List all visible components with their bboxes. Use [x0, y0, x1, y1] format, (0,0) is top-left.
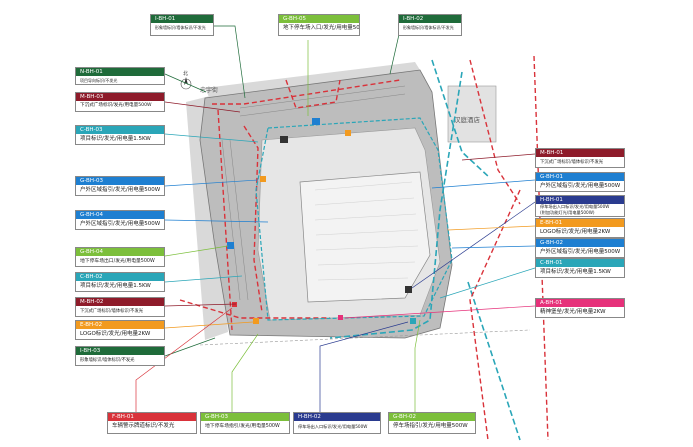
north-arrow: 北 [180, 70, 192, 90]
street-label: 忠宇街 [200, 86, 218, 94]
route-teal [329, 59, 521, 441]
parking-stalls [221, 85, 406, 301]
road-left [186, 96, 228, 340]
callout-m-bh-03: M-BH-03 下沉式广场标识/发光/用电量500W [75, 92, 165, 112]
callout-g-bh-04-exit: G-BH-04 地下停车场出口/发光/用电量500W [75, 247, 165, 267]
callout-g-bh-05: G-BH-05 地下停车场入口/发光/用电量500W [278, 14, 360, 36]
callout-i-bh-03: I-BH-03 形象墙标识/墙体标识/不发光 [75, 346, 165, 366]
route-inner-teal [255, 117, 453, 321]
callout-i-bh-02: I-BH-02 形象墙标识/墙体标识/不发光 [398, 14, 462, 36]
main-building [299, 171, 431, 303]
leader-lines [135, 25, 536, 412]
callout-g-bh-01: G-BH-01 户外区域指引/发光/用电量500W [535, 172, 625, 192]
callout-c-bh-03: C-BH-03 项目标识/发光/用电量1.5KW [75, 125, 165, 145]
north-label: 北 [183, 70, 188, 77]
callout-e-bh-02: E-BH-02 LOGO标识/发光/用电量2KW [75, 320, 165, 340]
callout-n-bh-01: N-BH-01 项目导向标识/不发光 [75, 67, 165, 85]
hotel-label: 汉庭酒店 [454, 115, 481, 124]
callout-c-bh-01: C-BH-01 项目标识/发光/用电量1.5KW [535, 258, 625, 278]
callout-h-bh-01: H-BH-01 停车场出入口标识/发光/用电量500W (附加功能灯光/用电量5… [535, 195, 625, 217]
callout-f-bh-01: F-BH-01 车辆警示牌道标识/不发光 [107, 412, 197, 434]
callout-e-bh-01: E-BH-01 LOGO标识/发光/用电量2KW [535, 218, 625, 238]
sign-markers [227, 118, 416, 324]
road-bottom [199, 329, 531, 346]
callout-g-bh-04-left: G-BH-04 户外区域指引/发光/用电量500W [75, 210, 165, 230]
callout-i-bh-01: I-BH-01 形象墙标识/墙体标识/不发光 [150, 14, 214, 36]
callout-a-bh-01: A-BH-01 精神堡垒/发光/用电量2KW [535, 298, 625, 318]
callout-g-bh-03-left: G-BH-03 户外区域指引/发光/用电量500W [75, 176, 165, 196]
callout-g-bh-02-right: G-BH-02 户外区域指引/发光/用电量500W [535, 238, 625, 258]
building-hatch [314, 181, 419, 281]
callout-c-bh-02: C-BH-02 项目标识/发光/用电量1.5KW [75, 272, 165, 292]
callout-m-bh-02: M-BH-02 下沉式广场标识/墙体标识/不发光 [75, 297, 165, 317]
callout-g-bh-02-bottom: G-BH-02 停车场指引/发光/用电量500W [388, 412, 476, 434]
callout-h-bh-02: H-BH-02 停车场出入口标识/发光/用电量500W [293, 412, 381, 434]
callout-g-bh-03-bottom: G-BH-03 地下停车场指引/发光/用电量500W [200, 412, 290, 434]
callout-m-bh-01: M-BH-01 下沉式广场标识/墙体标识/不发光 [535, 148, 625, 168]
